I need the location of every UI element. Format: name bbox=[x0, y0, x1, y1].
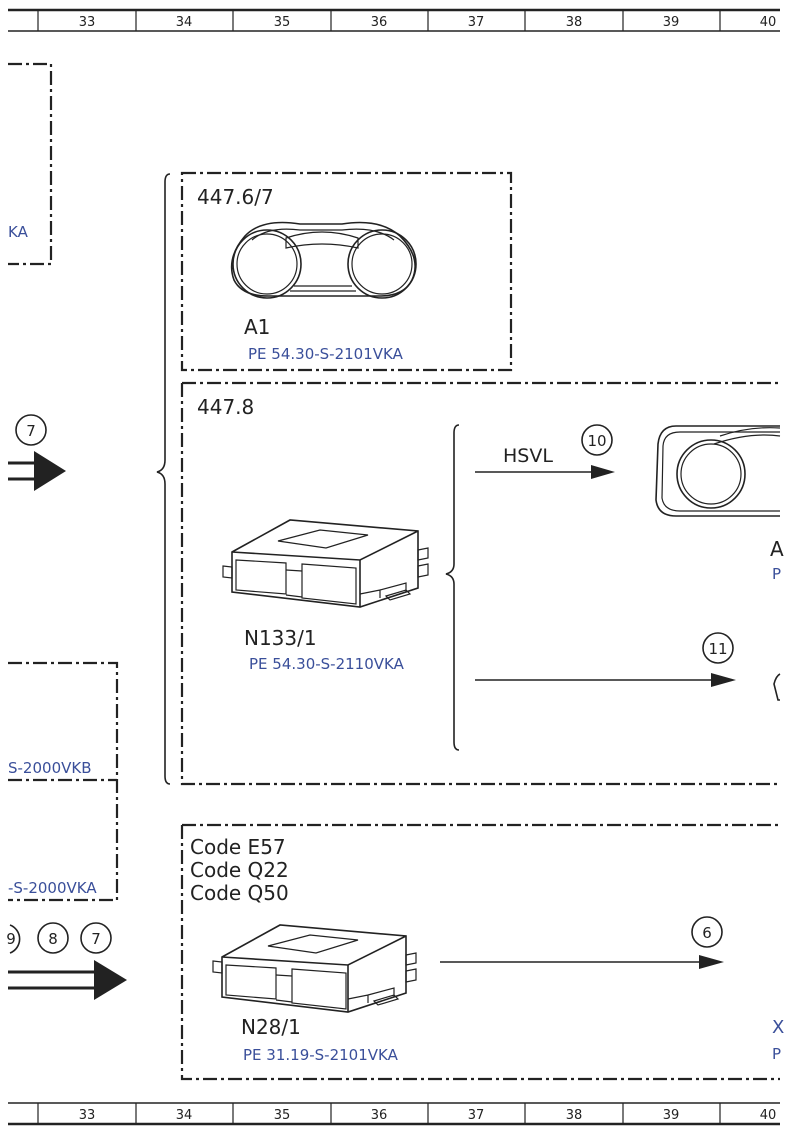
bubble-7-upper bbox=[15, 414, 47, 446]
arrow-head-11 bbox=[711, 673, 736, 687]
bubble-7-upper-label: 7 bbox=[26, 422, 36, 440]
bubble-6 bbox=[691, 916, 723, 948]
bubble-11-label: 11 bbox=[708, 640, 727, 658]
n133-group-code: 447.8 bbox=[197, 395, 254, 419]
ruler-col-38-bottom: 38 bbox=[566, 1108, 583, 1123]
n28-code-e57: Code E57 bbox=[190, 835, 286, 859]
arrow-head-10 bbox=[591, 465, 615, 479]
ruler-col-33-bottom: 33 bbox=[79, 1108, 96, 1123]
n133-brace bbox=[445, 424, 460, 751]
right-cluster-fragment bbox=[655, 425, 781, 701]
left-arrow-upper: 7 bbox=[8, 414, 66, 491]
ruler-col-40-bottom: 40 bbox=[760, 1108, 777, 1123]
right-fragment-component-x: X bbox=[772, 1017, 784, 1038]
right-fragment-component-a: A bbox=[770, 537, 784, 561]
ruler-col-34: 34 bbox=[176, 15, 193, 30]
bubble-10-label: 10 bbox=[587, 432, 606, 450]
n28-component: N28/1 bbox=[241, 1015, 301, 1039]
bottom-ruler: 33 34 35 36 37 38 39 40 bbox=[8, 1102, 780, 1126]
bubble-7-lower bbox=[80, 922, 112, 954]
n133-component: N133/1 bbox=[244, 626, 317, 650]
top-ruler: 33 34 35 36 37 38 39 40 bbox=[8, 8, 780, 32]
right-fragment-reference-a: P bbox=[772, 565, 781, 583]
a1-group-code: 447.6/7 bbox=[197, 185, 274, 209]
bubble-10 bbox=[581, 424, 613, 456]
left-arrow-lower: 9 8 7 bbox=[6, 922, 127, 1000]
left-fragment-top: KA bbox=[8, 62, 53, 266]
control-unit-icon-n28 bbox=[212, 924, 417, 1013]
ruler-col-40: 40 bbox=[760, 15, 777, 30]
ruler-col-39-bottom: 39 bbox=[663, 1108, 680, 1123]
arrow-head-6 bbox=[699, 955, 724, 969]
group-n133-box: 447.8 N133/1 PE 54.30-S-2110VKA HSVL 10 … bbox=[180, 381, 784, 786]
left-ref-top: KA bbox=[8, 223, 29, 241]
n28-reference: PE 31.19-S-2101VKA bbox=[243, 1046, 399, 1064]
ruler-col-35: 35 bbox=[274, 15, 291, 30]
left-ref-low: -S-2000VKA bbox=[8, 879, 97, 897]
group-brace bbox=[156, 173, 171, 785]
bubble-8 bbox=[37, 922, 69, 954]
ruler-col-38: 38 bbox=[566, 15, 583, 30]
ruler-col-36-bottom: 36 bbox=[371, 1108, 388, 1123]
a1-component: A1 bbox=[244, 315, 270, 339]
bubble-9-label: 9 bbox=[6, 930, 16, 948]
bubble-11 bbox=[702, 632, 734, 664]
ruler-col-39: 39 bbox=[663, 15, 680, 30]
n133-reference: PE 54.30-S-2110VKA bbox=[249, 655, 405, 673]
bubble-7-lower-label: 7 bbox=[91, 930, 101, 948]
n28-code-q50: Code Q50 bbox=[190, 881, 289, 905]
group-a1-box: 447.6/7 A1 PE 54.30-S-2101VKA bbox=[180, 171, 513, 372]
ruler-col-36: 36 bbox=[371, 15, 388, 30]
left-ref-mid: S-2000VKB bbox=[8, 759, 92, 777]
bubble-8-label: 8 bbox=[48, 930, 58, 948]
n28-code-q22: Code Q22 bbox=[190, 858, 289, 882]
control-unit-icon-n133 bbox=[222, 519, 429, 608]
group-n28-box: Code E57 Code Q22 Code Q50 N28/1 PE 31.1… bbox=[180, 823, 784, 1081]
right-fragment-reference-p: P bbox=[772, 1045, 781, 1063]
ruler-col-37: 37 bbox=[468, 15, 485, 30]
signal-label-hsvl: HSVL bbox=[503, 445, 553, 467]
ruler-col-33: 33 bbox=[79, 15, 96, 30]
instrument-cluster-icon bbox=[230, 221, 417, 299]
bubble-6-label: 6 bbox=[702, 924, 712, 942]
ruler-col-35-bottom: 35 bbox=[274, 1108, 291, 1123]
left-fragment-lower: S-2000VKB -S-2000VKA bbox=[8, 661, 119, 902]
ruler-col-37-bottom: 37 bbox=[468, 1108, 485, 1123]
a1-reference: PE 54.30-S-2101VKA bbox=[248, 345, 404, 363]
ruler-col-34-bottom: 34 bbox=[176, 1108, 193, 1123]
